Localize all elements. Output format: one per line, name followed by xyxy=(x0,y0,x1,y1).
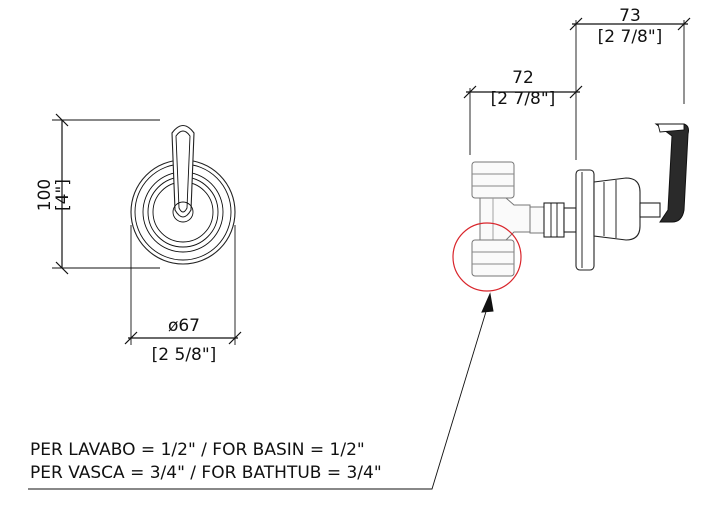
dim72-in-label: [2 7/8"] xyxy=(491,89,556,109)
fitting-bottom-nut xyxy=(471,239,515,277)
height-in-label: [4"] xyxy=(53,179,73,211)
leader-arrowhead xyxy=(481,292,494,313)
height-tick-top xyxy=(55,113,69,127)
handle-stem xyxy=(639,202,661,218)
lever-handle xyxy=(171,124,195,218)
dim73-mm-label: 73 xyxy=(619,6,641,26)
leader-note: PER LAVABO = 1/2" / FOR BASIN = 1/2" PER… xyxy=(28,292,494,490)
diameter-mm-label: ø67 xyxy=(168,316,200,336)
fitting-top-nut xyxy=(471,161,515,199)
diameter-in-label: [2 5/8"] xyxy=(152,345,217,365)
dim72-tick-right xyxy=(569,85,583,99)
lever-handle-inner xyxy=(175,130,191,213)
fitting-tee-body xyxy=(479,197,531,241)
dim73-tick-right xyxy=(677,17,691,31)
dim72-tick-left xyxy=(463,85,477,99)
note-line-1: PER LAVABO = 1/2" / FOR BASIN = 1/2" xyxy=(30,440,365,460)
inlet-highlight-circle xyxy=(452,222,522,292)
cartridge-neck xyxy=(563,207,577,233)
front-view: 100 [4"] ø67 [2 5/8"] xyxy=(35,113,242,365)
handle-hub xyxy=(593,177,641,241)
height-tick-bottom xyxy=(55,261,69,275)
dim72-mm-label: 72 xyxy=(512,68,534,88)
height-mm-label: 100 xyxy=(35,179,55,211)
cartridge-collar xyxy=(529,206,545,234)
lever-base xyxy=(172,201,194,223)
escutcheon-plate-side xyxy=(575,169,595,271)
note-line-2: PER VASCA = 3/4" / FOR BATHTUB = 3/4" xyxy=(30,463,382,483)
dim73-in-label: [2 7/8"] xyxy=(598,27,663,47)
lever-side xyxy=(654,123,689,223)
lever-side-highlight xyxy=(657,123,685,133)
diameter-tick-left xyxy=(124,331,138,345)
cartridge-body xyxy=(543,202,565,238)
leader-line xyxy=(28,304,489,490)
diameter-tick-right xyxy=(228,331,242,345)
side-view: 72 [2 7/8"] 73 [2 7/8"] xyxy=(452,6,691,292)
dim73-tick-left xyxy=(569,17,583,31)
